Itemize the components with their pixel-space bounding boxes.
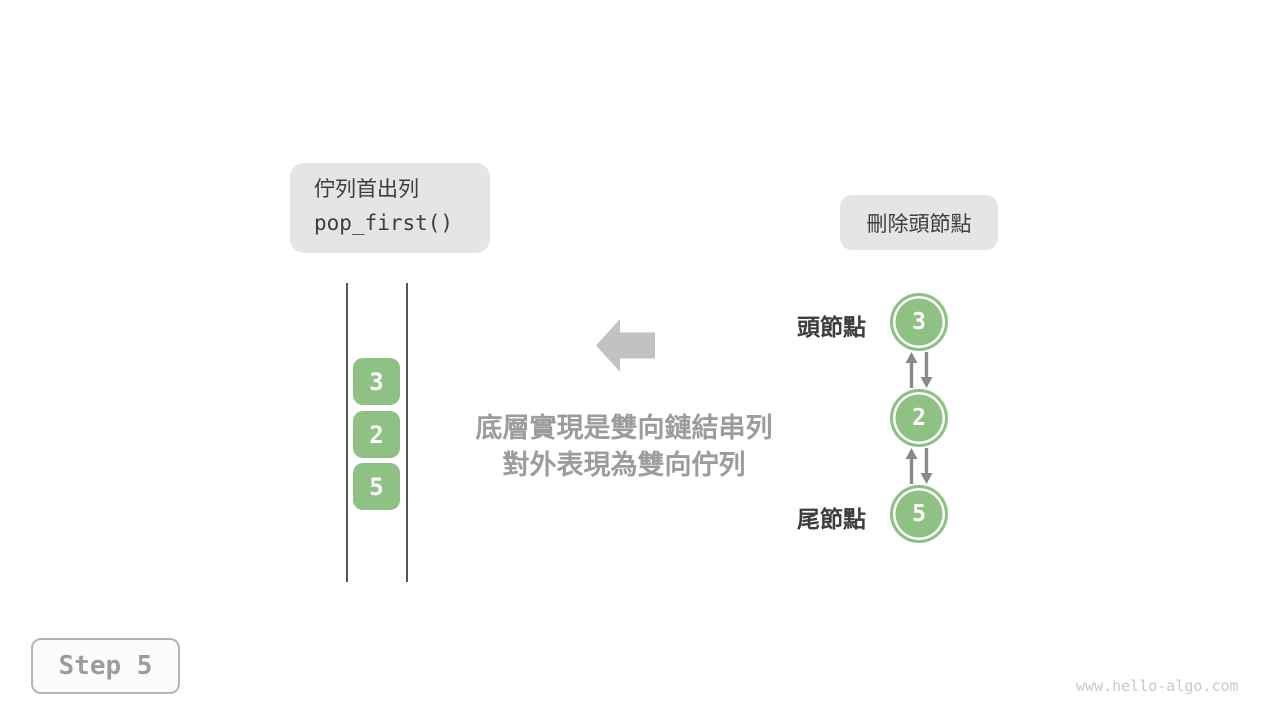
note-line-2: 對外表現為雙向佇列 — [502, 450, 746, 480]
operation-title: 佇列首出列 — [314, 178, 419, 201]
queue-left-wall — [346, 283, 348, 582]
implementation-note: 底層實現是雙向鏈結串列 對外表現為雙向佇列 — [452, 410, 796, 484]
step-badge: Step 5 — [31, 638, 180, 694]
head-node-label: 頭節點 — [797, 314, 866, 340]
queue-item: 2 — [353, 411, 400, 458]
note-line-1: 底層實現是雙向鏈結串列 — [475, 413, 773, 443]
up-arrowhead — [905, 352, 918, 363]
action-label: 刪除頭節點 — [866, 212, 972, 236]
queue-right-wall — [406, 283, 408, 582]
list-node: 3 — [890, 293, 948, 351]
list-node: 2 — [890, 389, 948, 447]
operation-label-box: 佇列首出列 pop_first() — [290, 163, 490, 253]
list-node: 5 — [890, 485, 948, 543]
queue-item: 5 — [353, 463, 400, 510]
up-arrowhead — [905, 448, 918, 459]
tail-node-label: 尾節點 — [797, 506, 866, 532]
down-arrowhead — [920, 473, 933, 484]
left-arrow-icon — [596, 319, 655, 372]
bidirectional-arrow-icon — [905, 352, 933, 388]
step-badge-label: Step 5 — [58, 651, 153, 681]
action-label-box: 刪除頭節點 — [840, 195, 998, 250]
down-arrowhead — [920, 377, 933, 388]
operation-code: pop_first() — [314, 211, 454, 235]
watermark: www.hello-algo.com — [1076, 677, 1239, 695]
left-arrow-shape — [596, 319, 655, 372]
bidirectional-arrow-icon — [905, 448, 933, 484]
queue-item: 3 — [353, 358, 400, 405]
